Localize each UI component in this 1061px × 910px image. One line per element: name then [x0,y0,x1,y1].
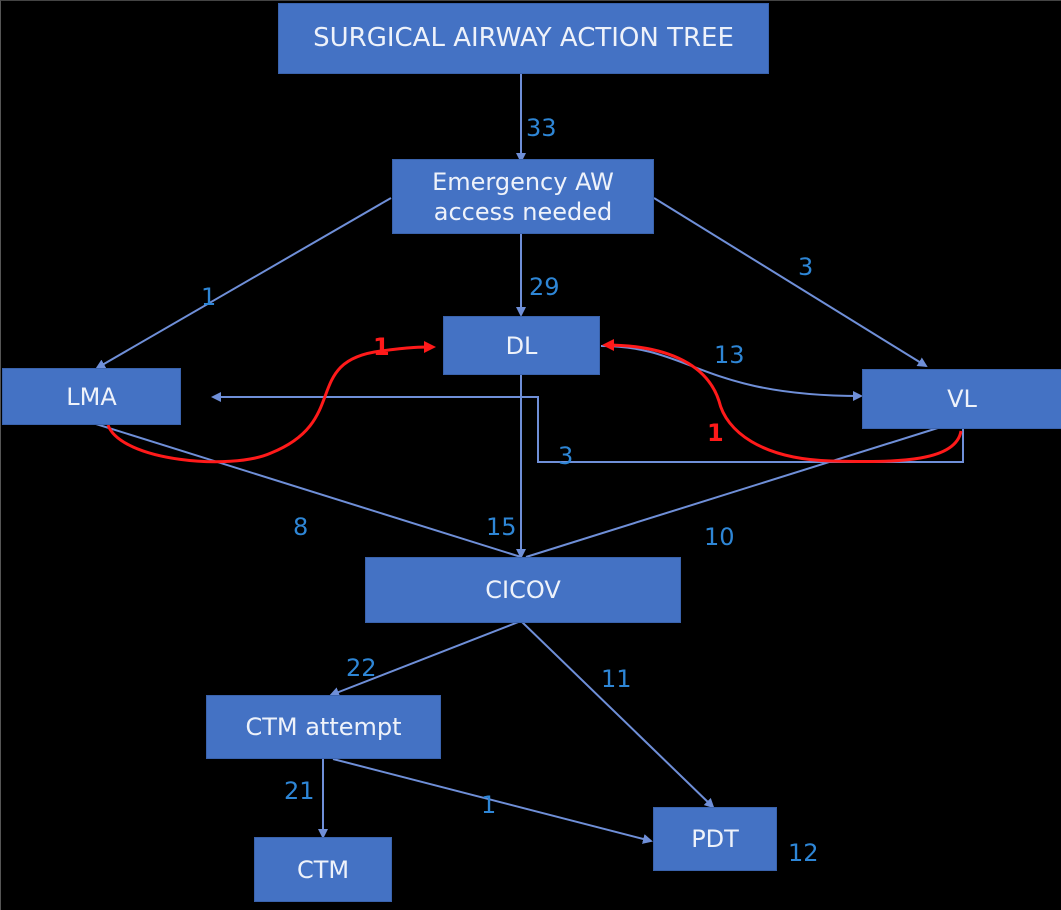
edge-label-3-vl: 3 [798,253,814,281]
edge-ctm-attempt-pdt [332,758,653,844]
edge-emergency-vl [653,197,928,368]
node-lma: LMA [2,368,181,425]
edge-label-11: 11 [601,665,632,693]
edge-label-3-loop: 3 [558,442,574,470]
pdt-total-label: 12 [788,839,819,867]
node-emergency-aw-access: Emergency AW access needed [392,159,654,234]
edge-label-1-red-lma: 1 [373,333,390,361]
edge-label-21: 21 [284,777,315,805]
edge-label-33: 33 [526,114,557,142]
node-cicov: CICOV [365,557,681,623]
edge-vl-dl-red [602,339,963,464]
node-vl: VL [862,369,1061,429]
edge-label-1-red-vl: 1 [707,419,724,447]
edge-vl-lma [211,392,964,463]
edge-lma-dl-red [106,341,436,464]
edge-label-8: 8 [293,513,309,541]
node-dl: DL [443,316,600,375]
edge-cicov-ctm-attempt [329,620,522,697]
edge-label-15: 15 [486,513,517,541]
node-pdt: PDT [653,807,777,871]
node-title: SURGICAL AIRWAY ACTION TREE [278,3,769,74]
edge-label-1-lma: 1 [201,283,217,311]
edge-cicov-pdt [520,620,715,809]
edge-lma-cicov [95,423,522,558]
edge-emergency-lma [95,197,392,370]
edge-dl-vl [600,345,863,401]
edge-label-1-pdt: 1 [481,791,497,819]
edge-label-22: 22 [346,654,377,682]
edge-label-13: 13 [714,341,745,369]
edge-vl-cicov [525,426,942,558]
edge-label-10: 10 [704,523,735,551]
edge-label-29: 29 [529,273,560,301]
node-ctm: CTM [254,837,392,902]
node-ctm-attempt: CTM attempt [206,695,441,759]
